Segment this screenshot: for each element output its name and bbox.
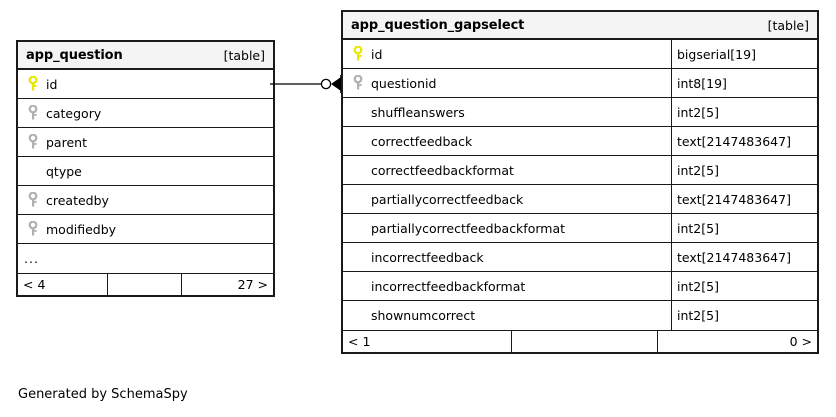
no-key-spacer [349,133,367,149]
column-name-cell: questionid [343,69,671,97]
generated-by-label: Generated by SchemaSpy [18,387,188,402]
ellipsis-label: ... [24,251,39,266]
column-name-cell: shownumcorrect [343,301,671,330]
column-name-cell: createdby [18,186,273,214]
no-key-spacer [349,191,367,207]
column-name: shuffleanswers [371,104,465,120]
table-type-tag: [table] [223,47,265,63]
column-name: parent [46,134,87,150]
column-name-cell: id [18,70,273,98]
column-name-cell: shuffleanswers [343,98,671,126]
column-name: category [46,105,102,121]
column-type: text[2147483647] [671,127,817,155]
column-name-cell: correctfeedbackformat [343,156,671,184]
column-name-cell: qtype [18,157,273,185]
table-header: app_question_gapselect [table] [343,12,817,40]
table-row[interactable]: parent [18,128,273,157]
table-row[interactable]: correctfeedback text[2147483647] [343,127,817,156]
column-name: questionid [371,75,437,91]
column-name-cell: partiallycorrectfeedbackformat [343,214,671,242]
column-name: id [371,46,383,62]
foreign-key-icon [349,75,367,91]
column-type: int8[19] [671,69,817,97]
column-type: bigserial[19] [671,40,817,68]
table-row[interactable]: incorrectfeedback text[2147483647] [343,243,817,272]
table-row[interactable]: category [18,99,273,128]
column-name: correctfeedback [371,133,473,149]
table-title: app_question_gapselect [351,17,525,33]
column-list: id bigserial[19] questionid int8[19] [343,40,817,330]
table-row[interactable]: modifiedby [18,215,273,244]
foreign-key-icon [24,192,42,208]
table-app-question[interactable]: app_question [table] id [16,40,275,297]
column-name: incorrectfeedbackformat [371,278,526,294]
column-name: createdby [46,192,109,208]
column-name: modifiedby [46,221,117,237]
column-name: partiallycorrectfeedback [371,191,524,207]
column-name-cell: incorrectfeedbackformat [343,272,671,300]
column-name-cell: incorrectfeedback [343,243,671,271]
no-key-spacer [349,308,367,324]
table-type-tag: [table] [767,17,809,33]
table-footer: < 4 27 > [18,273,273,295]
table-app-question-gapselect[interactable]: app_question_gapselect [table] id bigser… [341,10,819,354]
no-key-spacer [349,249,367,265]
table-row[interactable]: id [18,70,273,99]
no-key-spacer [349,220,367,236]
column-type: int2[5] [671,272,817,300]
table-footer: < 1 0 > [343,330,817,352]
table-row[interactable]: correctfeedbackformat int2[5] [343,156,817,185]
column-name: qtype [46,163,82,179]
table-row[interactable]: id bigserial[19] [343,40,817,69]
table-row[interactable]: qtype [18,157,273,186]
table-row[interactable]: questionid int8[19] [343,69,817,98]
column-name: shownumcorrect [371,308,476,323]
no-key-spacer [349,104,367,120]
no-key-spacer [24,163,42,179]
column-type: int2[5] [671,301,817,330]
zero-cardinality-icon [320,78,332,90]
column-name: partiallycorrectfeedbackformat [371,220,566,236]
table-row[interactable]: partiallycorrectfeedbackformat int2[5] [343,214,817,243]
prev-relations-button[interactable]: < 1 [348,334,371,349]
column-type: int2[5] [671,156,817,184]
column-type: int2[5] [671,98,817,126]
column-list: id category [18,70,273,273]
column-name-cell: id [343,40,671,68]
column-name-cell: modifiedby [18,215,273,243]
no-key-spacer [349,162,367,178]
table-row[interactable]: shownumcorrect int2[5] [343,301,817,330]
column-name: correctfeedbackformat [371,162,514,178]
table-row[interactable]: partiallycorrectfeedback text[2147483647… [343,185,817,214]
next-relations-button[interactable]: 0 > [789,334,812,349]
foreign-key-icon [24,221,42,237]
footer-spacer [107,274,182,295]
footer-spacer [511,331,658,352]
table-title: app_question [26,47,123,63]
column-type: text[2147483647] [671,243,817,271]
primary-key-icon [349,46,367,62]
primary-key-icon [24,76,42,92]
table-row[interactable]: incorrectfeedbackformat int2[5] [343,272,817,301]
column-name-cell: category [18,99,273,127]
column-name: id [46,76,58,92]
table-row[interactable]: createdby [18,186,273,215]
table-header: app_question [table] [18,42,273,70]
prev-relations-button[interactable]: < 4 [23,277,46,292]
crows-foot-icon [331,77,341,91]
foreign-key-icon [24,105,42,121]
column-name-cell: parent [18,128,273,156]
table-row[interactable]: shuffleanswers int2[5] [343,98,817,127]
more-columns-row: ... [18,244,273,273]
column-type: text[2147483647] [671,185,817,213]
column-name: incorrectfeedback [371,249,484,265]
no-key-spacer [349,278,367,294]
column-name-cell: partiallycorrectfeedback [343,185,671,213]
column-name-cell: ... [18,244,273,273]
relationship-connector [270,75,342,93]
next-relations-button[interactable]: 27 > [237,277,268,292]
column-type: int2[5] [671,214,817,242]
column-name-cell: correctfeedback [343,127,671,155]
foreign-key-icon [24,134,42,150]
